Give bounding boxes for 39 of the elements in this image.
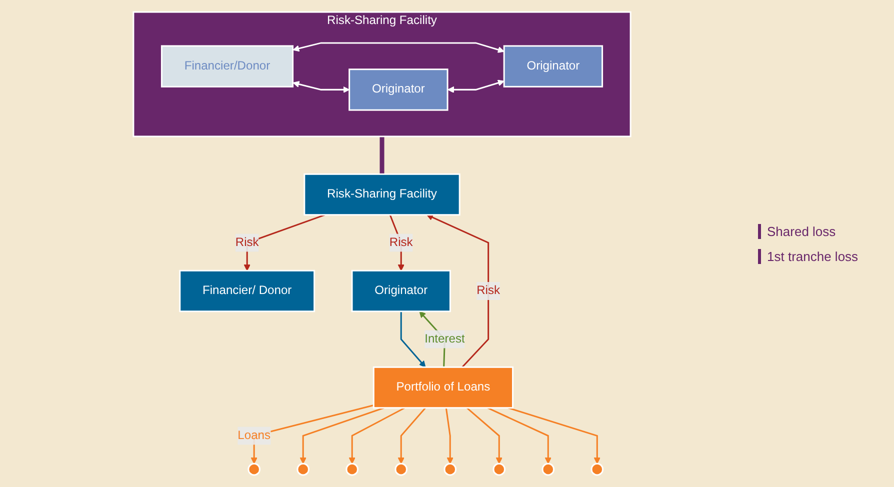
edge-label: Interest: [424, 332, 465, 346]
connector: [380, 136, 384, 174]
node-box: [503, 45, 604, 88]
arrow: [292, 42, 504, 53]
node-circle: [542, 462, 555, 476]
node-box: [179, 270, 316, 312]
edge-label: Risk: [389, 236, 413, 249]
edge-label: Risk: [476, 284, 500, 298]
node-circle: [492, 462, 506, 476]
node-box: [304, 173, 460, 216]
node-circle: [248, 462, 260, 476]
cluster: [132, 11, 632, 138]
node-box: [372, 366, 514, 409]
node-circle: [444, 462, 457, 476]
arrow: [426, 214, 490, 368]
arrow: [445, 408, 454, 464]
arrow: [448, 80, 504, 93]
arrow: [487, 407, 552, 464]
arrow: [300, 407, 384, 464]
arrow: [398, 407, 426, 464]
node-circle: [296, 462, 310, 476]
loss-note: 1st tranche loss: [758, 248, 888, 264]
arrow: [466, 407, 502, 464]
node-circle: [394, 462, 408, 476]
node-circle: [346, 462, 358, 476]
arrow: [244, 214, 326, 271]
flow-diagram: Risk Risk Risk Interest Loans Risk-Sharing Facility Financier/Donor Originator Originator Financier/ Donor Risk-Sharing Facility Originator Portfolio of Loans: [6, 6, 758, 481]
arrow: [292, 80, 350, 93]
edge-label: Loans: [238, 428, 271, 442]
edge-label: Risk: [235, 236, 259, 249]
arrow: [348, 407, 406, 464]
loss-note: Shared loss: [758, 224, 888, 238]
node-circle: [590, 462, 604, 476]
node-box: [348, 68, 448, 111]
node-box: [351, 270, 451, 312]
arrow: [508, 407, 600, 464]
node-box: [160, 45, 294, 88]
arrow: [400, 311, 426, 368]
arrow: [389, 214, 404, 271]
